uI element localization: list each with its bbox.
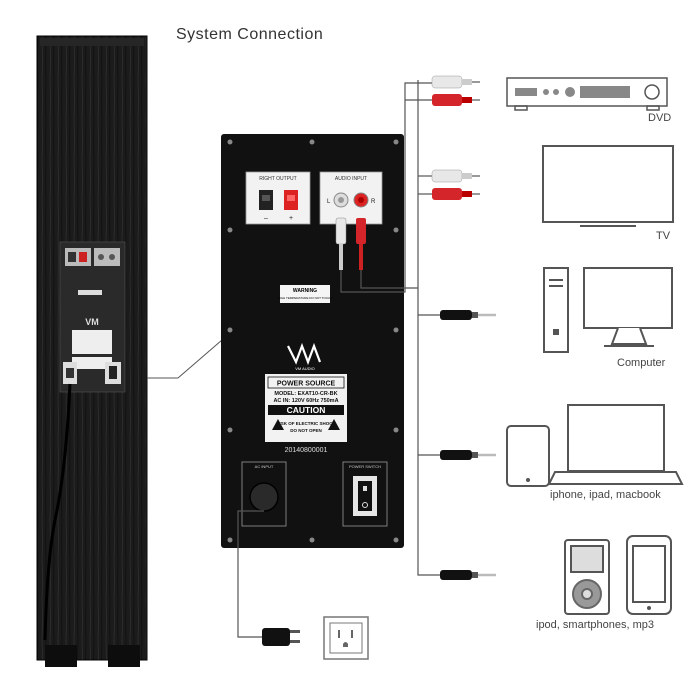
channel-left-label: L bbox=[327, 199, 331, 205]
aux-plugs bbox=[440, 310, 496, 580]
smartphone-icon bbox=[626, 535, 672, 615]
warning-text: HIGH TEMPERATURE DO NOT TOUCH bbox=[278, 296, 333, 300]
svg-text:VM: VM bbox=[85, 317, 99, 327]
power-switch-label: POWER SWITCH bbox=[349, 464, 381, 469]
warning-title: WARNING bbox=[293, 288, 317, 294]
channel-right-label: R bbox=[371, 199, 376, 205]
tablet-icon bbox=[506, 425, 550, 487]
dvd-player-icon bbox=[506, 77, 668, 111]
tv-label: TV bbox=[656, 230, 671, 242]
wires bbox=[237, 80, 440, 638]
ac-input-label: AC INPUT bbox=[255, 464, 274, 469]
right-output-label: RIGHT OUTPUT bbox=[259, 176, 296, 182]
mobile-label: ipod, smartphones, mp3 bbox=[536, 619, 655, 631]
terminal-plus-label: + bbox=[289, 215, 293, 222]
rca-cables bbox=[431, 75, 480, 200]
caution-text-2: DO NOT OPEN bbox=[290, 428, 322, 433]
power-source-label: POWER SOURCE bbox=[277, 381, 336, 388]
caution-label: CAUTION bbox=[287, 405, 326, 415]
caution-text-1: RISK OF ELECTRIC SHOCK bbox=[276, 421, 336, 426]
ac-in-label: AC IN: 120V 60Hz 750mA bbox=[273, 398, 338, 404]
terminal-minus-label: – bbox=[264, 215, 268, 222]
laptop-icon bbox=[547, 404, 684, 485]
back-panel: RIGHT OUTPUT – + AUDIO INPUT L R WARNING… bbox=[221, 134, 404, 548]
computer-icon bbox=[543, 267, 673, 353]
brand-sub-label: VM AUDIO bbox=[295, 366, 315, 371]
tower-speaker: VM bbox=[36, 35, 223, 667]
model-label: MODEL: EXAT10-CR-BK bbox=[274, 391, 337, 397]
audio-input-label: AUDIO INPUT bbox=[335, 176, 367, 182]
laptop-tablet-label: iphone, ipad, macbook bbox=[550, 489, 661, 501]
ipod-icon bbox=[564, 539, 610, 615]
computer-label: Computer bbox=[617, 357, 666, 369]
wall-outlet bbox=[323, 616, 369, 660]
tv-icon bbox=[542, 145, 674, 227]
serial-number: 20140800001 bbox=[285, 447, 328, 454]
vm-logo: VM AUDIO bbox=[287, 342, 322, 371]
ac-plug bbox=[262, 628, 300, 646]
page-title: System Connection bbox=[176, 26, 324, 43]
dvd-label: DVD bbox=[648, 112, 672, 124]
